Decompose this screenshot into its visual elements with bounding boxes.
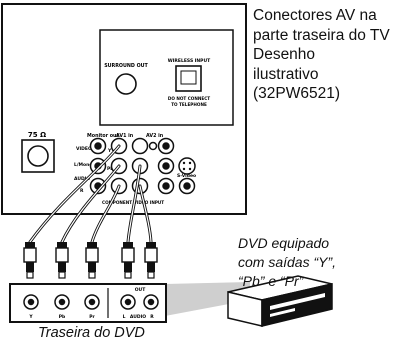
s-video-pins <box>182 161 192 171</box>
rca-plug-l <box>121 242 135 279</box>
rca-plug-y <box>23 242 37 279</box>
rj-jack-inner <box>180 70 197 85</box>
dvd-y-label: Y <box>28 314 33 320</box>
caption-line: Desenho <box>253 46 316 63</box>
tv-back-panel <box>1 3 247 215</box>
dvd-out-label: OUT <box>135 287 146 293</box>
dvd-jacks <box>23 294 159 310</box>
dvd-note-line: DVD equipado <box>238 235 330 251</box>
l-mono-label: L/Mono <box>74 162 92 168</box>
rca-plug-pb <box>55 242 69 279</box>
dvd-note-line: com saídas “Y”, <box>238 254 337 270</box>
dvd-back-label: Traseira do DVD <box>38 325 145 341</box>
y-label: Y <box>107 148 112 154</box>
surround-out-label: SURROUND OUT <box>104 63 148 69</box>
caption-line: parte traseira do TV <box>253 26 390 44</box>
antenna-socket <box>21 139 55 173</box>
av1-in-label: AV1 in <box>116 133 134 139</box>
dvd-note-line: “Pb” e “Pr” <box>238 273 304 289</box>
jack-pin <box>162 162 170 170</box>
dvd-audio-label: AUDIO <box>130 314 146 320</box>
av2-in-label: AV2 in <box>146 133 164 139</box>
av-jack-grid <box>89 137 196 195</box>
jack-pin <box>94 142 102 150</box>
s-video-socket <box>178 157 196 175</box>
surround-out-jack <box>115 73 137 95</box>
dvd-note: DVD equipado com saídas “Y”, “Pb” e “Pr” <box>238 234 398 291</box>
jack-small <box>148 141 158 151</box>
dvd-r-label: R <box>150 314 154 320</box>
to-telephone-label: TO TELEPHONE <box>171 102 207 107</box>
jack-pin <box>183 182 191 190</box>
wireless-input-label: WIRELESS INPUT <box>168 58 211 64</box>
jack-pin <box>162 142 170 150</box>
do-not-connect-label: DO NOT CONNECT <box>168 96 210 101</box>
video-label: VIDEO <box>76 146 92 152</box>
dvd-l-label: L <box>123 314 126 320</box>
rj-jack <box>175 65 202 92</box>
monitor-out-label: Monitor out <box>87 133 119 139</box>
audio-label: AUDIO <box>74 176 90 182</box>
rca-plugs <box>23 242 158 279</box>
jack-pin <box>162 182 170 190</box>
r-label: R <box>80 188 84 194</box>
caption-line: Conectores AV na <box>253 7 377 24</box>
rca-plug-pr <box>85 242 99 279</box>
caption-line: (32PW6521) <box>253 85 341 102</box>
pb-label: Pb <box>107 166 114 172</box>
callout-wedge <box>165 282 250 316</box>
caption-line: ilustrativo <box>253 65 319 83</box>
tv-upper-module <box>99 29 234 126</box>
dvd-pr-label: Pr <box>89 314 95 320</box>
antenna-socket-ring <box>27 145 49 167</box>
antenna-label: 75 Ω <box>28 131 46 139</box>
figure-caption: Conectores AV na parte traseira do TV De… <box>253 6 403 104</box>
dvd-player-illustration <box>227 275 333 327</box>
dvd-pb-label: Pb <box>59 314 66 320</box>
jack <box>131 137 149 155</box>
s-video-label: S-Video <box>177 173 196 179</box>
rca-plug-r <box>144 242 158 279</box>
